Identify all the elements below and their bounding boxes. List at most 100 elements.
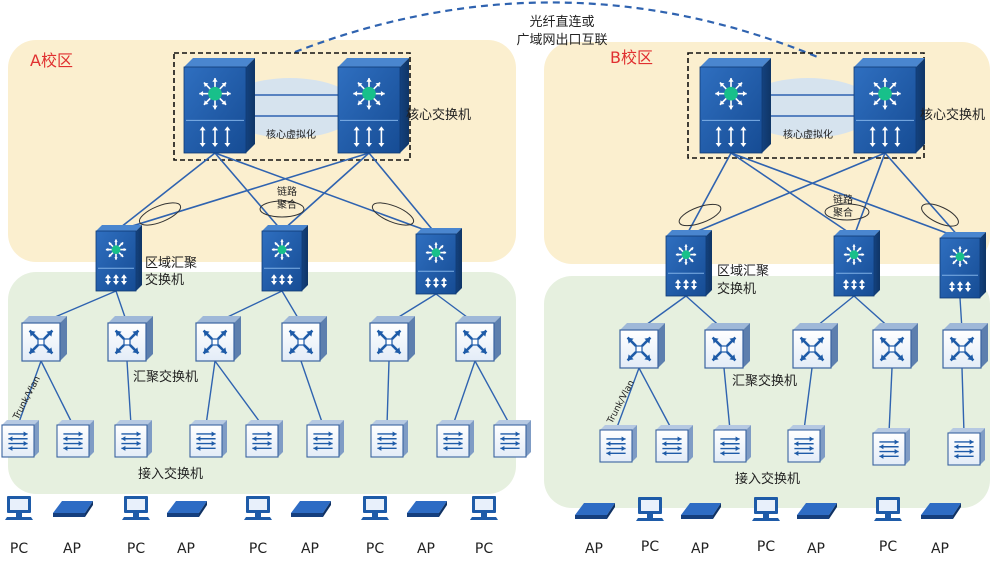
campus-a-title: A校区 — [30, 51, 73, 70]
campus-b-link-agg-ring — [921, 203, 959, 227]
campus-a-regional-label-2: 交换机 — [145, 272, 184, 288]
campus-a-access-uplink — [126, 360, 132, 426]
campus-a-access-uplink — [474, 360, 511, 426]
campus-a-regional-label-1: 区域汇聚 — [145, 256, 197, 271]
campus-a-core-uplink — [368, 152, 437, 235]
campus-a-access-switch — [189, 420, 227, 458]
campus-b-pc-icon — [874, 497, 902, 521]
campus-b-access-uplink — [888, 367, 893, 434]
campus-a-access-uplink — [205, 360, 216, 426]
campus-b-agg-label: 汇聚交换机 — [732, 373, 797, 389]
campus-a-core-uplink — [115, 152, 370, 232]
campus-b-core-uplink — [730, 152, 961, 239]
campus-b-endpoint-label: AP — [585, 541, 603, 557]
campus-a-endpoint-label: PC — [10, 541, 28, 557]
campus-b-endpoint-label: AP — [691, 541, 709, 557]
campus-b-regional-label-1: 区域汇聚 — [717, 264, 769, 279]
inter-campus-link-label-1: 光纤直连或 — [529, 14, 594, 30]
campus-b-regional-switch — [665, 230, 712, 297]
campus-a-agg-switch — [369, 316, 415, 362]
campus-a-ap-icon — [53, 501, 93, 517]
campus-a-endpoint-label: PC — [475, 541, 493, 557]
campus-b-agg-switch — [942, 323, 988, 369]
campus-b-link-agg-label-1: 链路 — [833, 193, 853, 206]
campus-b-ap-icon — [921, 503, 961, 519]
campus-a-core-uplink — [214, 152, 283, 232]
campus-a-core-switch — [337, 58, 409, 154]
campus-a-link-agg-ring — [371, 202, 415, 226]
campus-b-core-switch — [853, 58, 925, 154]
campus-a-agg-switch — [455, 316, 501, 362]
campus-b-regional-switch — [833, 230, 880, 297]
campus-a-access-switch — [56, 420, 94, 458]
campus-a-agg-label: 汇聚交换机 — [133, 369, 198, 385]
campus-a-access-switch — [1, 420, 39, 458]
campus-a-access-uplink — [17, 360, 42, 426]
campus-b-core-uplink — [685, 152, 886, 237]
campus-a-pc-icon — [470, 496, 498, 520]
campus-b-ap-icon — [797, 503, 837, 519]
campus-b-pc-icon — [636, 497, 664, 521]
campus-a-access-switch — [370, 420, 408, 458]
campus-a-core-switch — [183, 58, 255, 154]
campus-a-pc-icon — [361, 496, 389, 520]
campus-b-core-uplink — [730, 152, 855, 237]
campus-a-access-uplink — [40, 360, 74, 426]
campus-a-access-switch — [245, 420, 283, 458]
campus-b-agg-switch — [619, 323, 665, 369]
campus-a-regional-switch — [95, 225, 142, 292]
campus-a-access-label: 接入交换机 — [138, 466, 203, 482]
campus-a-regional-switch — [261, 225, 308, 292]
campus-b-access-switch — [947, 428, 985, 466]
campus-b-agg-switch — [704, 323, 750, 369]
campus-a-access-uplink — [386, 360, 390, 426]
campus-a-endpoint-label: PC — [366, 541, 384, 557]
campus-a-access-switch — [436, 420, 474, 458]
campus-b-access-label: 接入交换机 — [735, 471, 800, 487]
campus-b-link-agg-ring — [824, 203, 870, 221]
campus-b-link-agg-label-2: 聚合 — [833, 206, 853, 219]
campus-a-core-uplink — [214, 152, 437, 235]
campus-a-pc-icon — [5, 496, 33, 520]
campus-a-link-agg-ring — [259, 200, 305, 218]
campus-a-access-uplink — [214, 360, 263, 426]
campus-a-virtualization-halo — [222, 78, 358, 138]
campus-a-agg-switch — [21, 316, 67, 362]
campus-a-agg-switch — [107, 316, 153, 362]
campus-a-core-label: 核心交换机 — [406, 107, 471, 123]
campus-a-access-switch — [114, 420, 152, 458]
campus-a-core-uplink — [115, 152, 216, 232]
campus-a-virtualization-label: 核心虚拟化 — [266, 128, 316, 141]
campus-a-endpoint-label: AP — [417, 541, 435, 557]
campus-a-access-uplink — [300, 360, 324, 426]
campus-a-endpoint-label: AP — [63, 541, 81, 557]
campus-a-access-switch — [306, 420, 344, 458]
campus-b-access-uplink — [961, 367, 965, 434]
campus-b-regional-label-2: 交换机 — [717, 281, 756, 297]
campus-b-endpoint-label: AP — [931, 541, 949, 557]
campus-a-link-agg-label-1: 链路 — [277, 185, 297, 198]
campus-a-ap-icon — [167, 501, 207, 517]
campus-b-core-uplink — [853, 152, 886, 237]
campus-b-access-switch — [713, 425, 751, 463]
inter-campus-link — [294, 1, 821, 60]
campus-b-pc-icon — [752, 497, 780, 521]
campus-b-access-uplink — [615, 367, 640, 431]
campus-b-virtualization-halo — [740, 78, 876, 138]
campus-a-agg-switch — [195, 316, 241, 362]
campus-b-title: B校区 — [610, 48, 653, 67]
campus-a-endpoint-label: AP — [177, 541, 195, 557]
campus-a-ap-icon — [291, 501, 331, 517]
campus-b-regional-switch — [939, 232, 986, 299]
campus-b-agg-switch — [792, 323, 838, 369]
campus-b-link-agg-ring — [678, 203, 722, 227]
campus-a-endpoint-label: PC — [127, 541, 145, 557]
campus-b-access-switch — [655, 425, 693, 463]
campus-b-access-switch — [787, 425, 825, 463]
campus-b-endpoint-label: PC — [879, 539, 897, 555]
inter-campus-link-label-2: 广域网出口互联 — [516, 33, 607, 48]
campus-a-access-uplink — [452, 360, 476, 426]
campus-a-endpoint-label: PC — [249, 541, 267, 557]
campus-a-core-uplink — [281, 152, 370, 232]
campus-a-agg-switch — [281, 316, 327, 362]
